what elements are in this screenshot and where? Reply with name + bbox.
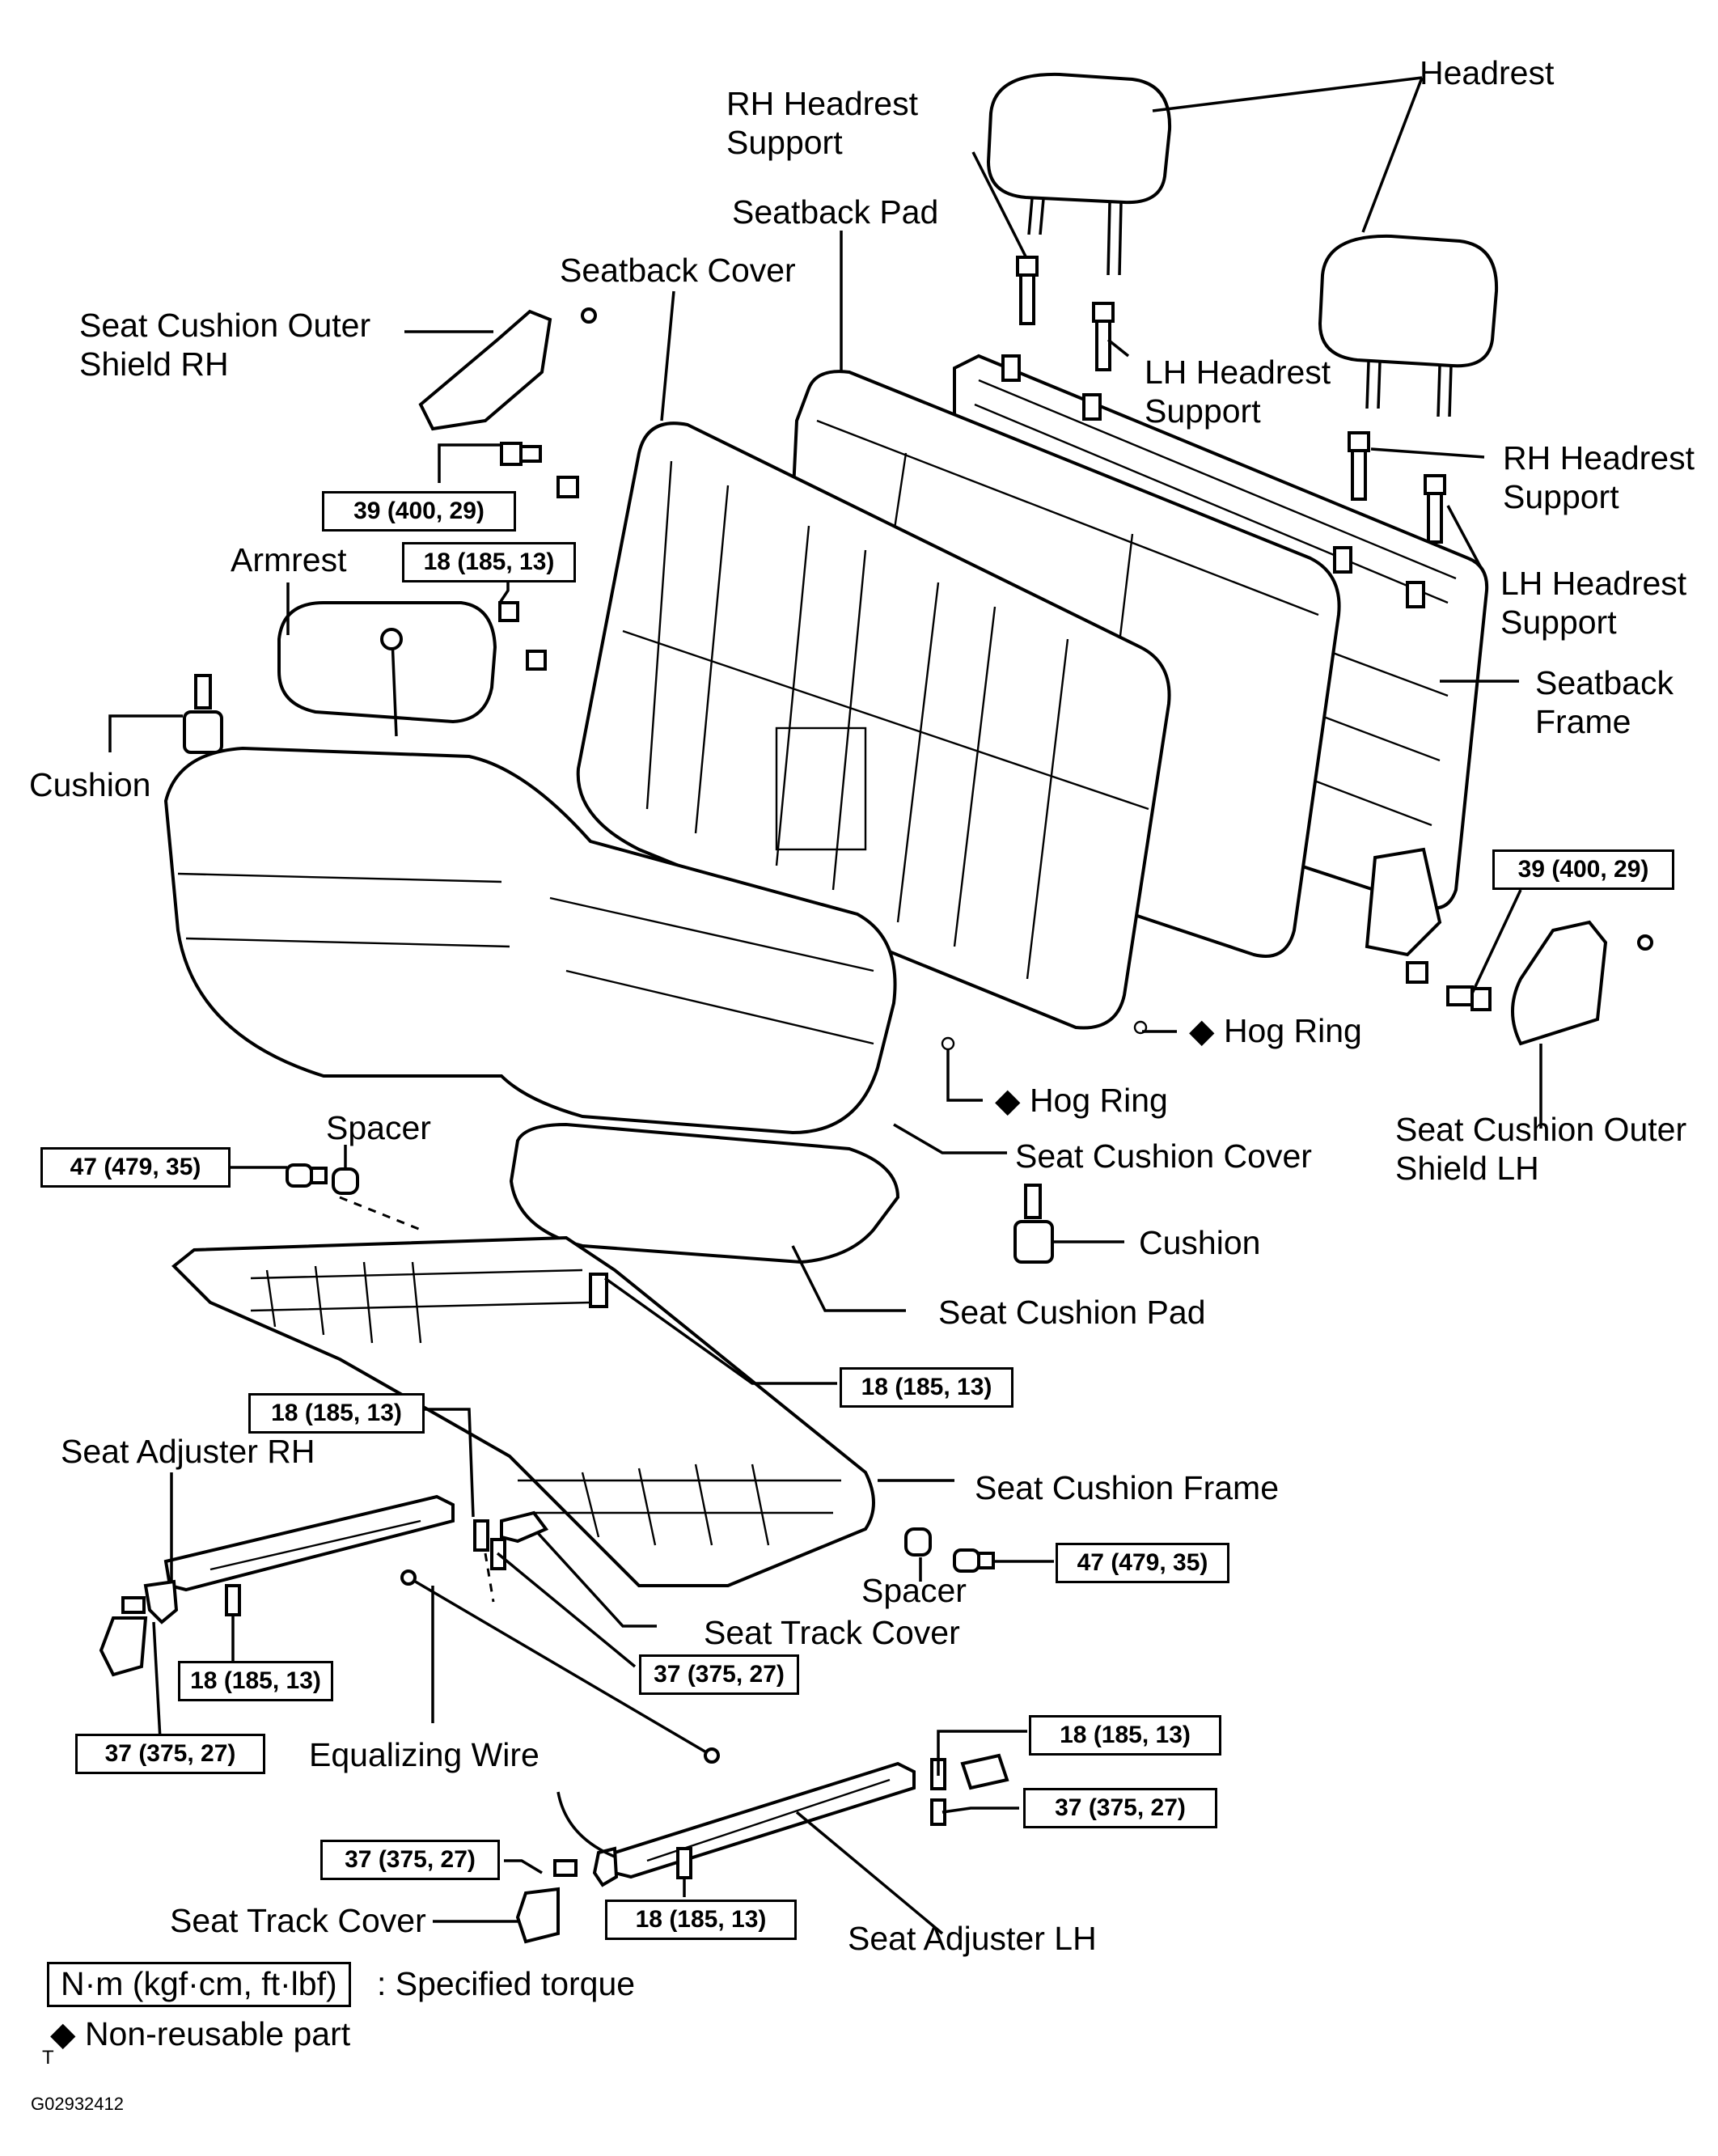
corner-mark: T <box>42 2047 54 2069</box>
label-cushion-right: Cushion <box>1139 1224 1261 1261</box>
headrest-upper <box>986 72 1172 276</box>
seat-cushion-frame-shape <box>171 1235 875 1587</box>
seat-adjuster-rh-shape <box>143 1494 455 1624</box>
label-seat-track-cover-1: Seat Track Cover <box>704 1614 960 1651</box>
label-lh-headrest-support-top: LH Headrest Support <box>1145 354 1331 430</box>
label-armrest: Armrest <box>231 541 347 578</box>
label-lh-headrest-support-right: LH Headrest Support <box>1500 565 1687 641</box>
legend-torque-description: : Specified torque <box>377 1965 636 2002</box>
torque-box: 39 (400, 29) <box>322 491 516 532</box>
outer-shield-rh-shape <box>418 309 552 431</box>
legend-torque-unit-box: N·m (kgf·cm, ft·lbf) <box>47 1962 351 2007</box>
leader-lines <box>108 76 1542 1935</box>
torque-box: 37 (375, 27) <box>320 1840 500 1880</box>
headrest-supports <box>1016 256 1446 544</box>
label-seat-cushion-pad: Seat Cushion Pad <box>938 1294 1206 1331</box>
diamond-icon: ◆ <box>50 2015 76 2052</box>
torque-box: 18 (185, 13) <box>840 1367 1013 1408</box>
torque-box: 37 (375, 27) <box>75 1734 265 1774</box>
label-rh-headrest-support-right: RH Headrest Support <box>1503 439 1695 515</box>
outer-shield-lh-shape <box>1511 920 1608 1046</box>
torque-box: 47 (479, 35) <box>40 1147 231 1188</box>
torque-box: 18 (185, 13) <box>605 1900 797 1940</box>
label-seat-track-cover-2: Seat Track Cover <box>170 1902 426 1939</box>
torque-box: 39 (400, 29) <box>1492 849 1674 890</box>
torque-box: 47 (479, 35) <box>1056 1543 1229 1583</box>
diamond-icon: ◆ <box>1189 1012 1215 1049</box>
label-hog-ring-2: ◆ Hog Ring <box>995 1082 1168 1119</box>
label-seat-adjuster-lh: Seat Adjuster LH <box>848 1920 1097 1957</box>
label-headrest: Headrest <box>1420 54 1555 91</box>
label-seat-adjuster-rh: Seat Adjuster RH <box>61 1433 315 1470</box>
figure-id: G02932412 <box>31 2094 124 2114</box>
label-equalizing-wire: Equalizing Wire <box>309 1736 540 1773</box>
torque-box: 37 (375, 27) <box>639 1654 799 1695</box>
torque-box: 18 (185, 13) <box>248 1393 425 1434</box>
label-seatback-pad: Seatback Pad <box>732 193 939 231</box>
equalizing-wire-shape <box>408 1576 713 1757</box>
seat-cushion-pad-shape <box>509 1122 900 1264</box>
armrest-shape <box>277 601 497 724</box>
label-outer-shield-rh: Seat Cushion Outer Shield RH <box>79 307 371 383</box>
torque-box: 37 (375, 27) <box>1023 1788 1217 1828</box>
label-spacer-left: Spacer <box>326 1109 431 1146</box>
headrest-lower <box>1318 234 1499 417</box>
label-spacer-right: Spacer <box>861 1572 967 1609</box>
torque-box: 18 (185, 13) <box>402 542 576 582</box>
label-seat-cushion-cover: Seat Cushion Cover <box>1015 1137 1312 1175</box>
label-outer-shield-lh: Seat Cushion Outer Shield LH <box>1395 1111 1687 1187</box>
seat-cushion-cover-shape <box>163 746 897 1135</box>
label-seatback-cover: Seatback Cover <box>560 252 796 289</box>
legend-nonreusable: ◆ Non-reusable part <box>50 2015 351 2052</box>
label-rh-headrest-support-top: RH Headrest Support <box>726 85 918 161</box>
label-seat-cushion-frame: Seat Cushion Frame <box>975 1469 1280 1506</box>
label-cushion-left: Cushion <box>29 766 151 803</box>
torque-box: 18 (185, 13) <box>1029 1715 1221 1756</box>
label-seatback-frame: Seatback Frame <box>1535 664 1674 740</box>
label-hog-ring-1: ◆ Hog Ring <box>1189 1012 1362 1049</box>
diamond-icon: ◆ <box>995 1082 1021 1119</box>
torque-box: 18 (185, 13) <box>178 1661 333 1701</box>
